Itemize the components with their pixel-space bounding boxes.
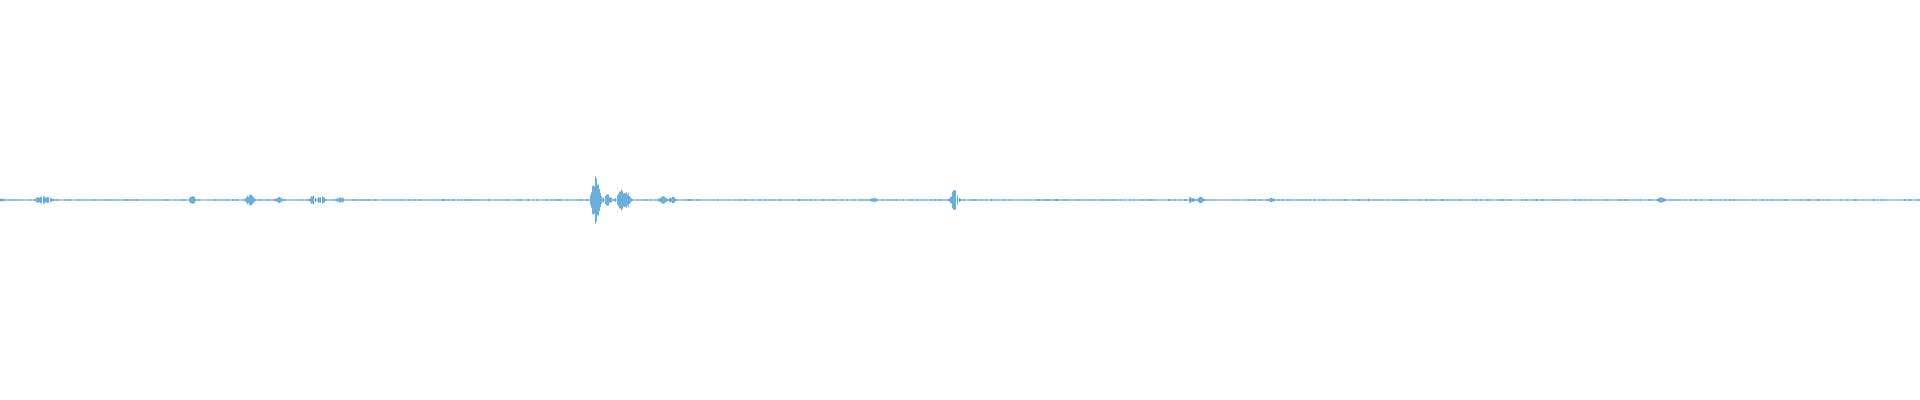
waveform-bars (0, 176, 1920, 224)
